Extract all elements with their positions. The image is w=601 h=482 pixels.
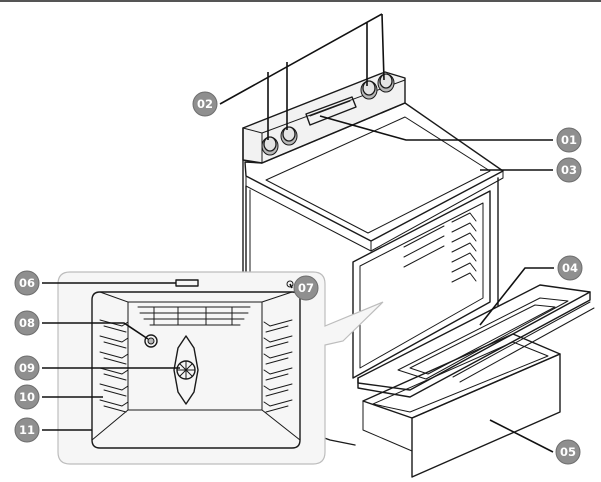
leader-02 <box>219 13 385 140</box>
oven-interior-inset <box>57 271 384 465</box>
callout-11: 11 <box>14 417 40 443</box>
callout-badges: 01 02 03 04 05 06 07 08 <box>14 91 583 465</box>
top-rule <box>0 0 601 2</box>
callout-06-circle <box>14 270 40 296</box>
oven-rack-guides <box>403 213 476 283</box>
inset-vent-icon <box>286 280 294 288</box>
callout-09: 09 <box>14 355 40 381</box>
callout-07: 07 <box>293 275 319 301</box>
callout-10-circle <box>14 384 40 410</box>
inset-right-rack-guides <box>263 319 293 413</box>
oven-opening-inner <box>359 202 484 369</box>
callout-11-circle <box>14 417 40 443</box>
inset-heating-element <box>137 306 251 326</box>
callout-02: 02 <box>192 91 218 117</box>
control-knobs <box>261 73 395 156</box>
cooktop-glass <box>265 116 491 234</box>
leader-07 <box>289 283 293 289</box>
callout-01-circle <box>556 127 582 153</box>
callout-09-label: 09 <box>19 361 35 375</box>
callout-06: 06 <box>14 270 40 296</box>
display-window-inner <box>309 100 351 117</box>
storage-drawer-front <box>411 353 561 478</box>
callout-11-label: 11 <box>19 423 35 437</box>
knob-4-cap-icon <box>379 73 393 89</box>
oven-door-handle <box>452 301 595 383</box>
inset-oven-light-icon <box>144 334 158 348</box>
callout-05: 05 <box>555 439 581 465</box>
storage-drawer-inner <box>372 341 549 413</box>
leader-lines <box>42 13 554 453</box>
leader-05 <box>489 419 554 453</box>
callout-01-label: 01 <box>561 133 577 147</box>
callout-03-label: 03 <box>561 163 577 177</box>
callout-08-label: 08 <box>19 316 35 330</box>
oven-door-window <box>397 297 569 380</box>
cooktop-front-edge <box>245 170 504 252</box>
storage-drawer-top <box>362 333 561 419</box>
display-window <box>305 96 357 126</box>
knob-2-cap-icon <box>282 126 296 142</box>
leader-01 <box>319 115 553 141</box>
callout-08-circle <box>14 310 40 336</box>
knob-1-cap-icon <box>263 136 277 152</box>
callout-02-circle <box>192 91 218 117</box>
storage-drawer-side <box>362 400 413 452</box>
oven-door-hinge <box>357 291 591 398</box>
callout-04: 04 <box>557 255 583 281</box>
callout-10-label: 10 <box>19 390 35 404</box>
oven-door-inner-window <box>409 304 556 375</box>
callout-07-circle <box>293 275 319 301</box>
callout-01: 01 <box>556 127 582 153</box>
callout-10: 10 <box>14 384 40 410</box>
callout-04-circle <box>557 255 583 281</box>
callout-02-label: 02 <box>197 97 213 111</box>
callout-05-circle <box>555 439 581 465</box>
callout-05-label: 05 <box>560 445 576 459</box>
inset-convection-fan-cover <box>173 335 199 405</box>
oven-opening <box>352 190 491 379</box>
leader-08 <box>42 322 149 340</box>
inset-oven-light-bulb-icon <box>147 337 155 345</box>
callout-06-label: 06 <box>19 276 35 290</box>
inset-panel <box>57 271 384 465</box>
callout-03: 03 <box>556 157 582 183</box>
callout-07-label: 07 <box>298 281 314 295</box>
callout-08: 08 <box>14 310 40 336</box>
knob-3-cap-icon <box>362 80 376 96</box>
inset-left-rack-guides <box>99 319 129 413</box>
inset-convection-fan-blades <box>176 360 196 380</box>
leader-04 <box>479 267 554 326</box>
callout-03-circle <box>556 157 582 183</box>
callout-09-circle <box>14 355 40 381</box>
callout-04-label: 04 <box>562 261 578 275</box>
inset-cavity-perspective <box>91 291 301 441</box>
